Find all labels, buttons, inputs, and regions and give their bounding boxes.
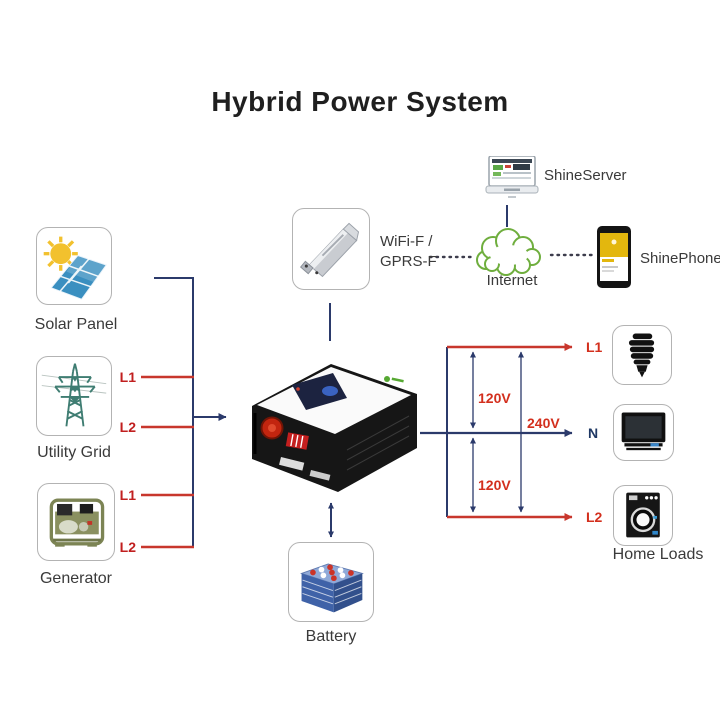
solar-panel-box: [36, 227, 112, 305]
internet-cloud-icon: [476, 228, 541, 276]
battery-label: Battery: [305, 628, 357, 645]
tv-box: [613, 404, 674, 461]
washing-machine-icon: [626, 492, 660, 538]
tv-icon: [621, 412, 666, 451]
utility-grid-label: Utility Grid: [37, 444, 111, 461]
washing-machine-box: [613, 485, 673, 546]
generator-label: Generator: [39, 570, 113, 587]
output-n-label: N: [588, 425, 599, 441]
shine-phone-label: ShinePhone: [640, 250, 720, 267]
page-title: Hybrid Power System: [211, 86, 509, 117]
generator-l2-label: L2: [119, 539, 136, 555]
voltage-240v-label: 240V: [527, 415, 560, 431]
generator-box: [37, 483, 115, 561]
home-loads-label: Home Loads: [612, 546, 704, 563]
wifi-module-icon: [299, 222, 360, 278]
output-l2-label: L2: [586, 509, 603, 525]
utility-grid-box: [36, 356, 112, 436]
light-bulb-box: [612, 325, 672, 385]
internet-label: Internet: [486, 272, 538, 289]
battery-icon: [300, 563, 364, 613]
wifi-module-box: [292, 208, 370, 290]
utility-l1-label: L1: [119, 369, 136, 385]
utility-grid-icon: [41, 363, 107, 427]
shine-phone-icon: [597, 226, 631, 288]
battery-box: [288, 542, 374, 622]
utility-l2-label: L2: [119, 419, 136, 435]
inverter-image: [252, 364, 417, 492]
voltage-120v-bottom-label: 120V: [478, 477, 511, 493]
wifi-label-line1: WiFi-F /: [380, 233, 433, 250]
wifi-label-line2: GPRS-F: [380, 253, 437, 270]
shine-server-icon: [485, 156, 539, 198]
solar-panel-label: Solar Panel: [34, 316, 118, 333]
output-l1-label: L1: [586, 339, 603, 355]
voltage-120v-top-label: 120V: [478, 390, 511, 406]
shine-server-label: ShineServer: [544, 167, 627, 184]
light-bulb-icon: [628, 333, 655, 378]
generator-icon: [49, 498, 105, 547]
solar-panel-icon: [43, 236, 107, 300]
generator-l1-label: L1: [119, 487, 136, 503]
